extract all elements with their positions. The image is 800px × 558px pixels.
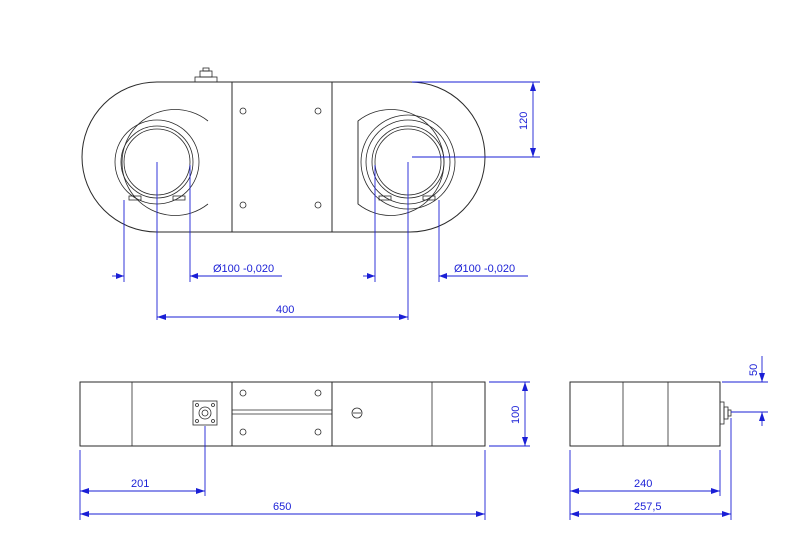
top-view-outline xyxy=(81,81,486,233)
side-view-dimensions: 240 257,5 50 xyxy=(569,356,768,520)
left-boss xyxy=(121,109,209,216)
top-view-dimensions: Ø100 -0,020 Ø100 -0,020 400 120 xyxy=(112,81,540,320)
left-bore-notch-1 xyxy=(128,195,142,201)
front-view-dimensions: 201 650 100 xyxy=(79,381,530,520)
top-view xyxy=(81,67,486,233)
connector-flange-icon xyxy=(192,400,218,426)
front-view xyxy=(79,381,486,447)
screw-icon xyxy=(314,389,322,397)
screw-icon xyxy=(314,107,322,115)
right-bore-notch-1 xyxy=(378,195,392,201)
screw-icon xyxy=(239,389,247,397)
right-bore-notch-2 xyxy=(422,195,436,201)
side-height-label: 100 xyxy=(510,406,522,424)
screw-icon xyxy=(239,428,247,436)
overall-length-label: 650 xyxy=(273,501,291,513)
center-plate xyxy=(231,81,333,233)
screw-icon xyxy=(239,201,247,209)
connector-icon xyxy=(194,67,218,83)
right-boss xyxy=(357,109,445,216)
side-view xyxy=(569,381,732,447)
left-bore-notch-2 xyxy=(172,195,186,201)
center-distance-label: 400 xyxy=(276,304,294,316)
screw-icon xyxy=(239,107,247,115)
slotted-screw-icon xyxy=(351,407,363,419)
side-view-outline xyxy=(569,381,721,447)
bore-left-diameter-label: Ø100 -0,020 xyxy=(213,263,274,275)
screw-icon xyxy=(314,201,322,209)
depth-with-connector-label: 257,5 xyxy=(634,501,662,513)
connector-offset-label: 50 xyxy=(748,364,760,376)
radius-height-label: 120 xyxy=(518,112,530,130)
bore-right-diameter-label: Ø100 -0,020 xyxy=(454,263,515,275)
screw-icon xyxy=(314,428,322,436)
side-connector-icon xyxy=(719,401,732,425)
offset-201-label: 201 xyxy=(131,478,149,490)
depth-label: 240 xyxy=(634,478,652,490)
